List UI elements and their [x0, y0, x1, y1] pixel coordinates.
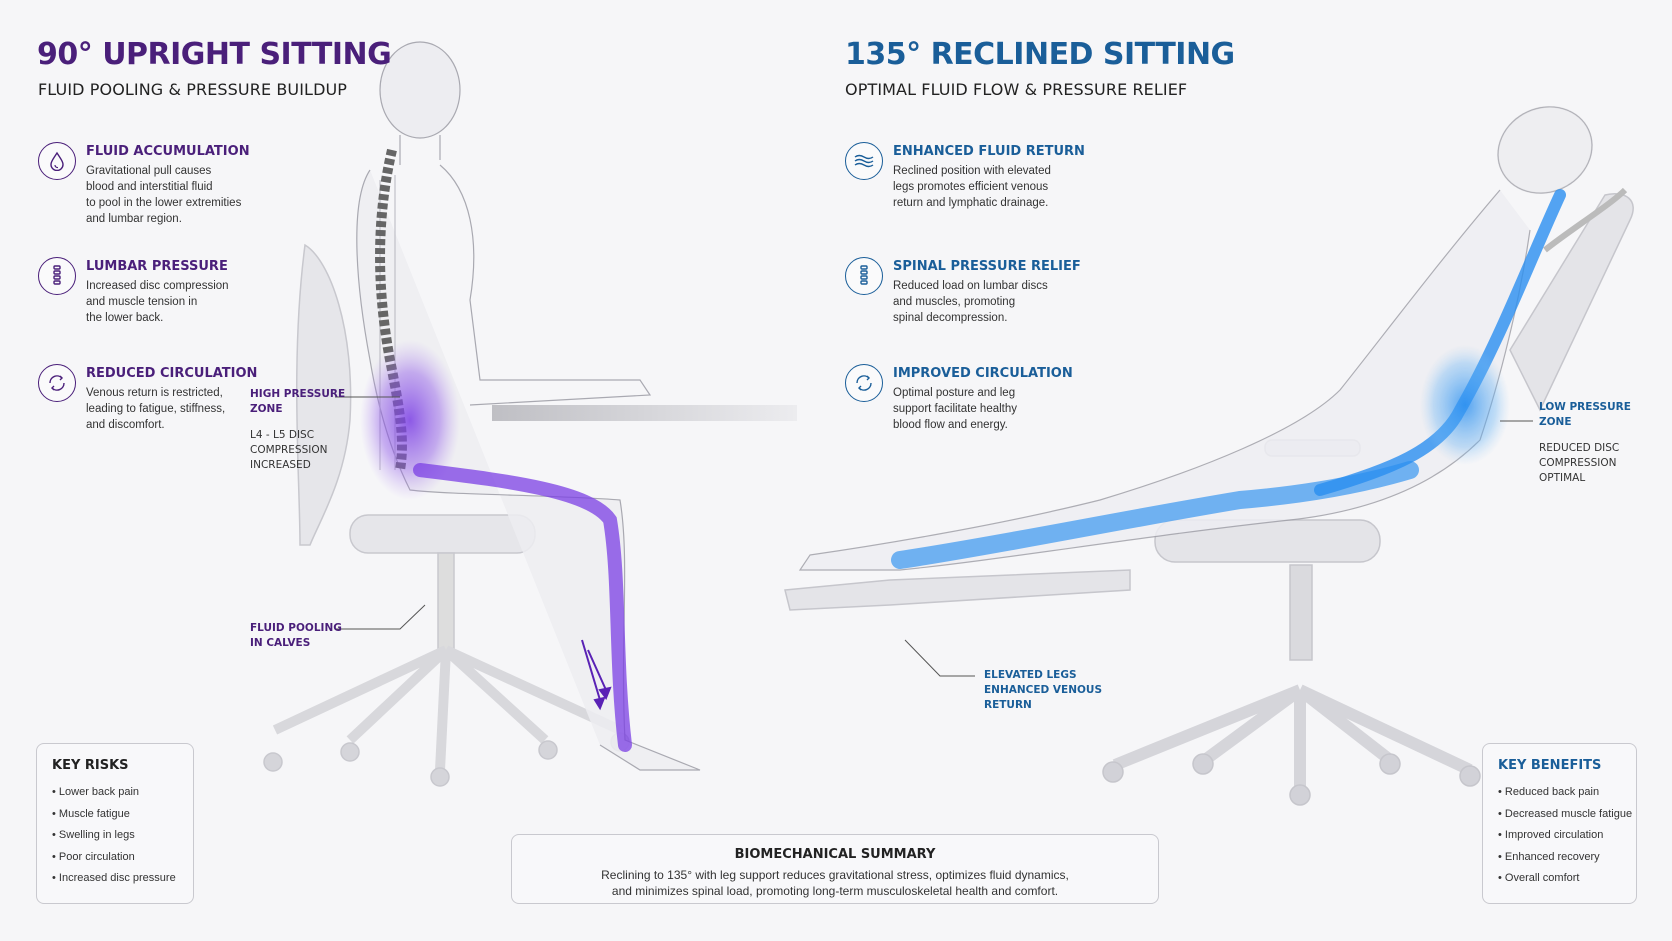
circulation-cycle-icon — [845, 364, 883, 402]
summary-title: BIOMECHANICAL SUMMARY — [734, 847, 936, 862]
calf-fluid-pooling — [413, 463, 632, 752]
key-benefits-title: KEY BENEFITS — [1498, 758, 1602, 773]
circulation-cycle-icon — [38, 364, 76, 402]
key-risks-box: KEY RISKS • Lower back pain • Muscle fat… — [36, 743, 194, 904]
disc-compression-label: L4 - L5 DISC COMPRESSION INCREASED — [250, 429, 328, 471]
elevated-legs-label: ELEVATED LEGS ENHANCED VENOUS RETURN — [984, 669, 1103, 711]
list-item: • Poor circulation — [52, 850, 135, 863]
leader-lines — [335, 396, 1533, 677]
spine-icon — [38, 257, 76, 295]
feature-heading: IMPROVED CIRCULATION — [893, 366, 1073, 381]
list-item: • Reduced back pain — [1498, 786, 1600, 798]
list-item: • Improved circulation — [1498, 829, 1604, 841]
downward-arrows — [581, 639, 612, 711]
key-risks-title: KEY RISKS — [52, 758, 129, 773]
list-item: • Muscle fatigue — [52, 807, 130, 820]
feature-heading: SPINAL PRESSURE RELIEF — [893, 259, 1081, 274]
low-pressure-zone-label: LOW PRESSURE ZONE — [1539, 401, 1631, 428]
key-benefits-list: • Reduced back pain • Decreased muscle f… — [1498, 782, 1632, 890]
feature-body: Increased disc compression and muscle te… — [86, 280, 229, 324]
list-item: • Enhanced recovery — [1498, 850, 1600, 863]
list-item: • Increased disc pressure — [52, 872, 176, 884]
feature-body: Gravitational pull causes blood and inte… — [86, 165, 242, 225]
reclined-title: 135° RECLINED SITTING — [845, 37, 1235, 72]
feature-body: Venous return is restricted, leading to … — [86, 387, 226, 431]
feature-body: Optimal posture and leg support facilita… — [893, 387, 1018, 431]
key-benefits-box: KEY BENEFITS • Reduced back pain • Decre… — [1482, 743, 1637, 904]
water-drop-icon — [38, 142, 76, 180]
feature-heading: REDUCED CIRCULATION — [86, 366, 258, 381]
feature-heading: LUMBAR PRESSURE — [86, 259, 228, 274]
reclined-subtitle: OPTIMAL FLUID FLOW & PRESSURE RELIEF — [845, 80, 1188, 99]
desk-surface — [492, 405, 797, 421]
waves-icon — [845, 142, 883, 180]
spine-icon — [845, 257, 883, 295]
feature-body: Reduced load on lumbar discs and muscles… — [893, 280, 1048, 324]
list-item: • Overall comfort — [1498, 872, 1580, 884]
list-item: • Lower back pain — [52, 786, 140, 798]
summary-text: Reclining to 135° with leg support reduc… — [601, 868, 1069, 898]
list-item: • Swelling in legs — [52, 829, 135, 841]
leg-fluid-flow — [891, 461, 1419, 569]
feature-heading: FLUID ACCUMULATION — [86, 144, 250, 159]
feature-body: Reclined position with elevated legs pro… — [893, 165, 1051, 209]
reduced-disc-label: REDUCED DISC COMPRESSION OPTIMAL — [1539, 442, 1620, 484]
low-pressure-glow — [1420, 345, 1510, 465]
biomechanical-summary-box: BIOMECHANICAL SUMMARY Reclining to 135° … — [511, 834, 1159, 904]
feature-heading: ENHANCED FLUID RETURN — [893, 144, 1085, 159]
high-pressure-glow — [360, 340, 460, 500]
fluid-pooling-label: FLUID POOLING IN CALVES — [250, 622, 342, 649]
upright-title: 90° UPRIGHT SITTING — [37, 37, 392, 72]
key-risks-list: • Lower back pain • Muscle fatigue • Swe… — [52, 782, 176, 890]
upright-subtitle: FLUID POOLING & PRESSURE BUILDUP — [38, 80, 348, 99]
high-pressure-zone-label: HIGH PRESSURE ZONE — [250, 388, 346, 415]
list-item: • Decreased muscle fatigue — [1498, 807, 1633, 820]
